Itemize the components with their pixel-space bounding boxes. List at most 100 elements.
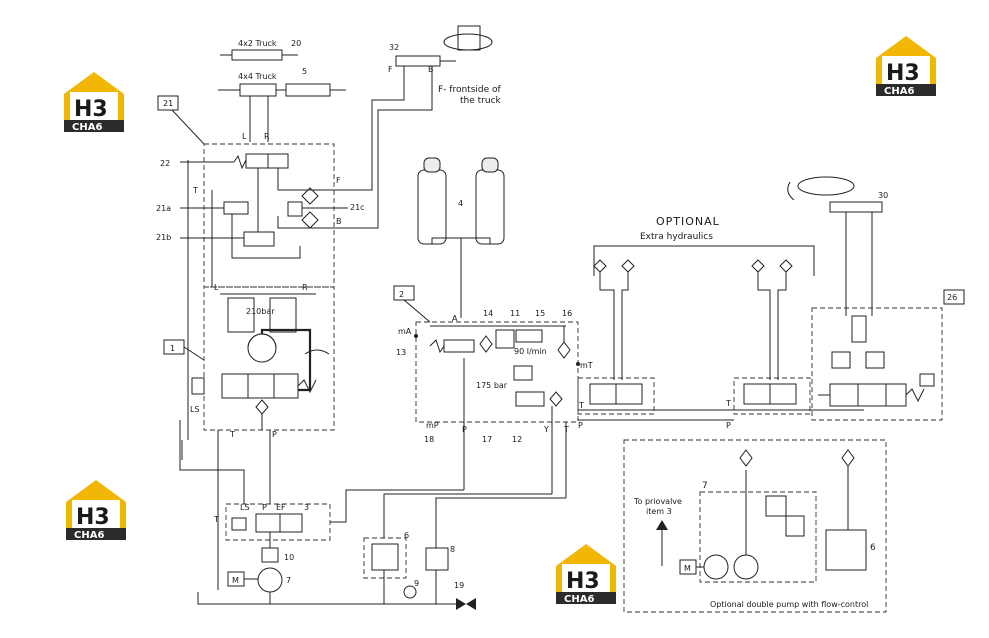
label-port-p-mid: P [726,421,731,430]
logo-brand: CHA6 [74,530,104,541]
label-port-ef-3: EF [276,503,286,512]
relief-valve-left [227,297,255,333]
steering-wheel [797,176,855,196]
label-port-t-mid: T [725,399,731,408]
label-item-8: 8 [450,545,455,554]
seat-cylinder-32: 32 F B F- frontside of the truck [322,25,502,229]
logo-letters: H3 [886,61,920,86]
valve-13 [443,339,475,353]
block-2: 2 mA A 13 14 11 15 90 l/min 16 mT 175 ba… [393,285,864,498]
label-item-12: 12 [512,435,522,444]
block-1: L R 210bar 1 LS T P [163,160,335,460]
valve-21b [243,231,275,247]
cylinder-4x4-b [285,83,331,97]
label-to-priovalve-2: item 3 [646,507,672,516]
valve-12 [515,391,545,407]
label-port-p-3: P [262,503,267,512]
logo-brand: CHA6 [564,594,594,605]
check-valve-16 [557,341,571,359]
label-port-a: A [452,314,458,323]
lift-cylinder-left [417,169,447,245]
extra-hydraulics: OPTIONAL Extra hydraulics [577,215,815,415]
check-valve-f [301,187,319,205]
label-175-bar: 175 bar [476,381,508,390]
label-front-side-2: the truck [460,96,502,106]
filter-6-right [825,529,867,571]
label-item-13: 13 [396,348,406,357]
label-4x4-truck: 4x4 Truck [238,72,277,81]
label-port-r-mid: R [302,283,308,292]
check-valve-14 [479,335,493,353]
label-item-6-right: 6 [870,543,876,553]
label-motor-left: M [232,576,239,585]
valve-22-b [267,153,289,169]
control-valve-a [221,373,249,399]
label-item-15: 15 [535,309,545,318]
label-port-b-top: B [428,65,434,74]
cylinder-4x2 [231,49,283,61]
control-valve-c [273,373,299,399]
valve-22-a [245,153,269,169]
label-item-9: 9 [414,579,419,588]
label-item-19: 19 [454,581,464,590]
label-item-22: 22 [160,159,170,168]
cylinder-30 [829,201,883,213]
logo-top-right: H3 CHA6 [876,36,936,97]
logo-mid-left: H3 CHA6 [66,480,126,541]
relief-valve-right [269,297,297,333]
logo-letters: H3 [566,569,600,594]
label-extra-hydraulics: Extra hydraulics [640,232,713,242]
pump-right-2 [733,554,759,580]
arrow-to-prio [656,520,668,530]
label-port-f-right: F [336,176,341,185]
label-port-p-bottom: P [272,430,277,439]
block-26: 30 26 [787,176,965,421]
label-item-2: 2 [399,290,404,299]
gauge-9 [403,585,417,599]
label-port-l-mid: L [214,283,219,292]
seat-icon [457,25,481,51]
label-port-mp: mP [426,421,439,430]
priority-valve-pump: LS P EF 3 T 10 M 7 6 8 9 19 [179,420,566,610]
logo-letters: H3 [76,505,110,530]
block-21: 21 L R 22 T F B 21a 21c 21b [156,95,365,288]
filter-10 [261,547,279,563]
label-port-t-bottom: T [229,430,235,439]
label-item-32: 32 [389,43,399,52]
control-valve-b [247,373,275,399]
logo-bottom-center: H3 CHA6 [556,544,616,605]
label-port-r-top: R [264,132,270,141]
label-item-3: 3 [304,503,309,512]
label-port-ma: mA [398,327,412,336]
lift-cylinder-right [475,169,505,245]
optional-double-pump: 7 To priovalve item 3 M 6 Optional doubl… [623,439,887,613]
label-optional-double-pump: Optional double pump with flow-control [710,600,868,609]
priority-valve-3 [255,513,281,533]
label-port-mt: mT [580,361,593,370]
label-item-20: 20 [291,39,301,48]
callout-21 [157,95,179,111]
label-item-14: 14 [483,309,493,318]
label-item-7-left: 7 [286,576,291,585]
logo-brand: CHA6 [884,86,914,97]
label-port-p-right: P [578,421,583,430]
label-item-21b: 21b [156,233,171,242]
check-valve-b [301,211,319,229]
label-port-f-top: F [388,65,393,74]
label-item-10: 10 [284,553,294,562]
label-item-6-left: 6 [404,531,409,540]
label-port-t-left: T [192,186,198,195]
label-optional: OPTIONAL [656,215,720,228]
label-port-ls: LS [190,405,200,414]
pump-left [257,567,283,593]
valve-17-body [513,365,533,381]
label-port-t-block2: T [578,401,584,410]
callout-26 [943,289,965,305]
label-to-priovalve-1: To priovalve [633,497,682,506]
label-item-17: 17 [482,435,492,444]
check-valve-p [255,399,269,415]
label-item-4: 4 [458,199,463,208]
label-item-26: 26 [947,293,957,302]
